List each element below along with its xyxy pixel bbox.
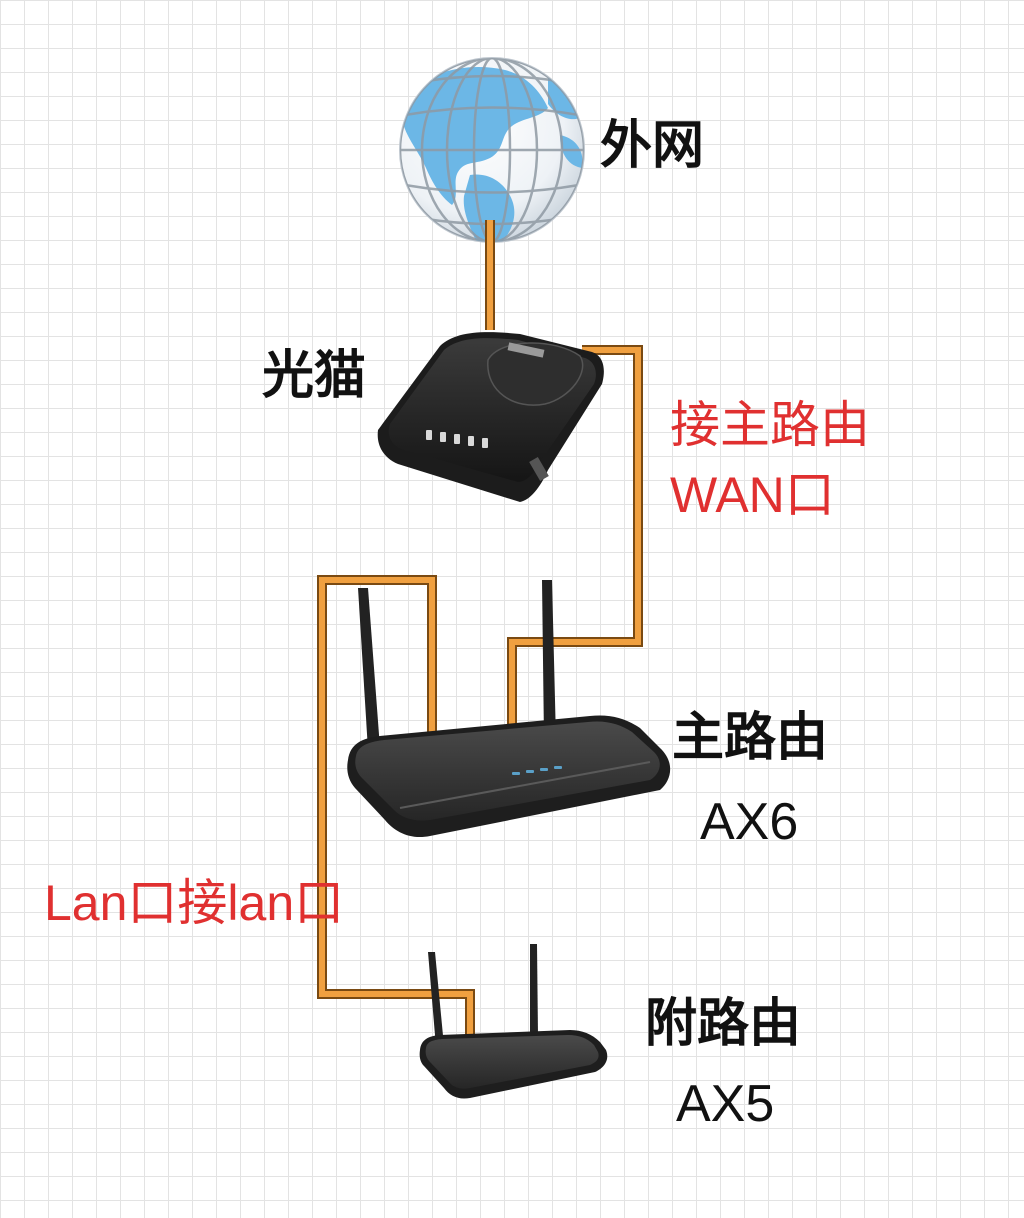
label-to-main-wan-line1: 接主路由 xyxy=(670,396,870,454)
label-internet: 外网 xyxy=(600,116,705,176)
label-main-router-line1: 主路由 xyxy=(672,708,829,768)
label-main-router-line2: AX6 xyxy=(700,793,799,851)
label-sub-router-line2: AX5 xyxy=(676,1075,775,1133)
label-sub-router-line1: 附路由 xyxy=(645,994,802,1054)
router-icon xyxy=(347,580,671,838)
label-lan-to-lan: Lan口接lan口 xyxy=(44,875,345,931)
cable-main-lan-to-sub-lan xyxy=(317,575,475,1040)
globe-icon xyxy=(399,57,585,243)
cable-modem-to-main-wan xyxy=(507,345,643,726)
label-modem: 光猫 xyxy=(262,346,367,406)
label-to-main-wan-line2: WAN口 xyxy=(670,467,835,523)
router-icon xyxy=(419,944,608,1099)
cables xyxy=(317,220,643,1040)
modem-icon xyxy=(377,332,604,502)
